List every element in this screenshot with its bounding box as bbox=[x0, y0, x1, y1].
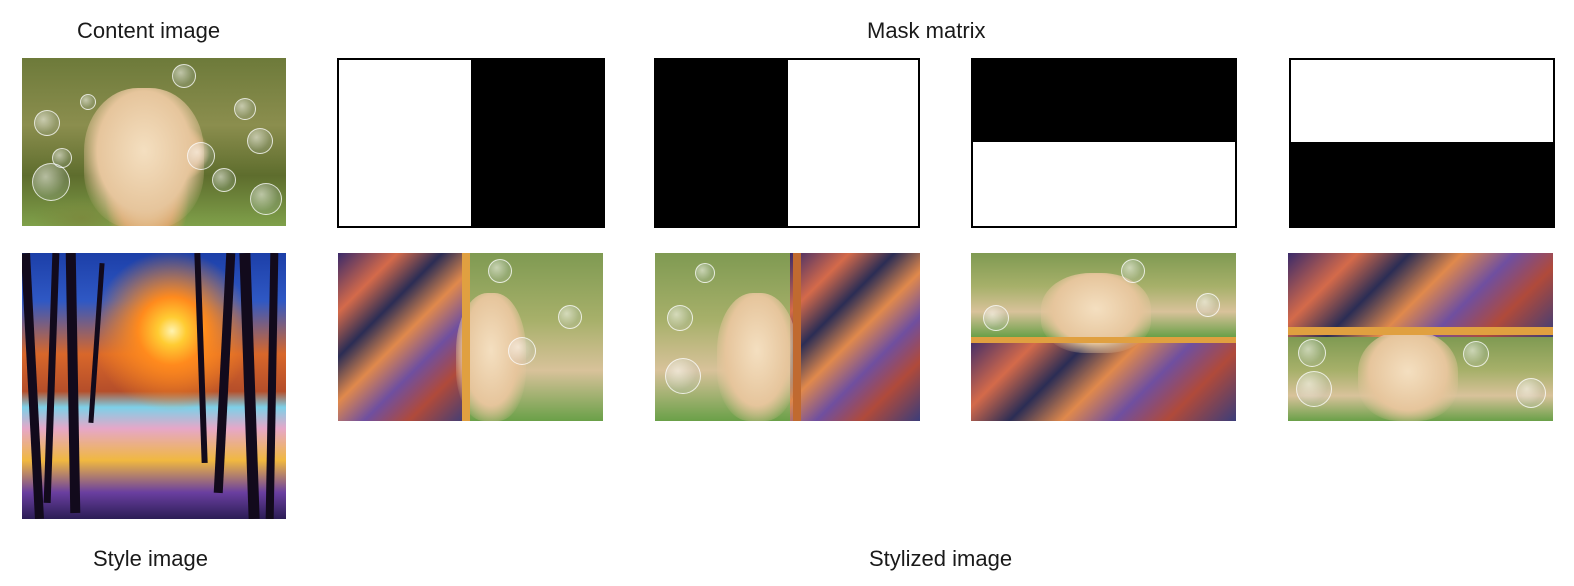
dog-figure bbox=[84, 88, 204, 226]
seam bbox=[462, 253, 470, 421]
bubble bbox=[1296, 371, 1332, 407]
mask-black-region bbox=[1291, 142, 1553, 226]
stylized-image-top-styled bbox=[1288, 253, 1553, 421]
styled-region bbox=[1288, 253, 1553, 337]
styled-region bbox=[338, 253, 468, 421]
style-image-label: Style image bbox=[93, 546, 208, 571]
content-image bbox=[22, 58, 286, 226]
bubble bbox=[172, 64, 196, 88]
bubble bbox=[983, 305, 1009, 331]
seam bbox=[1288, 327, 1553, 335]
bubble bbox=[1196, 293, 1220, 317]
stylized-image-bottom-styled bbox=[971, 253, 1236, 421]
tree-trunk bbox=[194, 253, 208, 464]
mask-black-region bbox=[471, 60, 603, 226]
mask-black-region bbox=[656, 60, 788, 226]
bubble bbox=[187, 142, 215, 170]
seam bbox=[793, 253, 801, 421]
tree-trunk bbox=[265, 253, 279, 519]
tree-trunk bbox=[43, 253, 60, 504]
stylized-image-left-styled bbox=[338, 253, 603, 421]
bubble bbox=[1121, 259, 1145, 283]
bubble bbox=[247, 128, 273, 154]
stylized-image-label: Stylized image bbox=[869, 546, 1013, 571]
bubble bbox=[508, 337, 536, 365]
tree-trunk bbox=[65, 253, 81, 514]
bubble bbox=[1298, 339, 1326, 367]
bubble bbox=[250, 183, 282, 215]
stylized-image-right-styled bbox=[655, 253, 920, 421]
tree-trunk bbox=[239, 253, 260, 519]
bubble bbox=[32, 163, 70, 201]
tree-trunk bbox=[88, 263, 105, 423]
mask-black-region bbox=[973, 60, 1235, 142]
tree-trunk bbox=[213, 253, 236, 494]
dog-figure bbox=[717, 293, 797, 421]
bubble bbox=[80, 94, 96, 110]
seam bbox=[971, 337, 1236, 343]
mask-right-black bbox=[337, 58, 605, 228]
bubble bbox=[34, 110, 60, 136]
tree-trunk bbox=[22, 253, 44, 519]
bubble bbox=[1463, 341, 1489, 367]
bubble bbox=[234, 98, 256, 120]
styled-region bbox=[790, 253, 920, 421]
bubble bbox=[667, 305, 693, 331]
mask-left-black bbox=[654, 58, 920, 228]
bubble bbox=[695, 263, 715, 283]
dog-figure bbox=[1358, 331, 1458, 421]
bubble bbox=[1516, 378, 1546, 408]
bubble bbox=[665, 358, 701, 394]
bubble bbox=[212, 168, 236, 192]
content-image-label: Content image bbox=[77, 18, 221, 43]
mask-matrix-label: Mask matrix bbox=[867, 18, 986, 43]
mask-top-black bbox=[971, 58, 1237, 228]
bubble bbox=[488, 259, 512, 283]
mask-bottom-black bbox=[1289, 58, 1555, 228]
style-image bbox=[22, 253, 286, 519]
bubble bbox=[558, 305, 582, 329]
